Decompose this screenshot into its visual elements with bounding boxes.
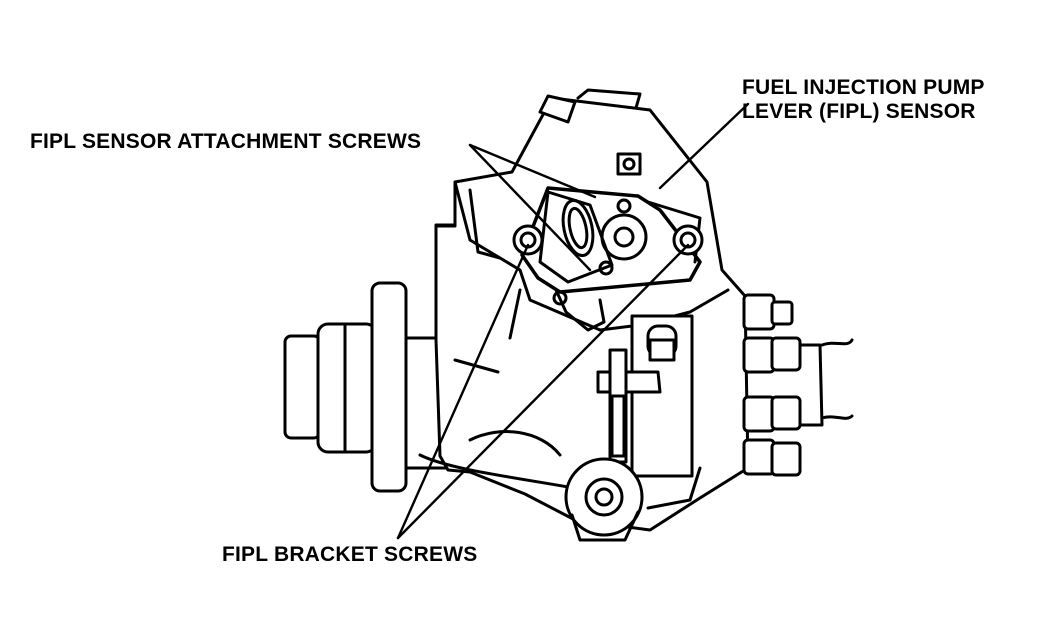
- fuel-line-fittings: [742, 293, 854, 477]
- fipl-sensor-label-line2: LEVER (FIPL) SENSOR: [742, 100, 976, 123]
- leader-lines: [396, 102, 750, 540]
- bracket-screws-label: FIPL BRACKET SCREWS: [222, 543, 478, 566]
- drive-shaft-hub: [283, 281, 468, 493]
- fuel-control-lever: [564, 314, 702, 542]
- fipl-sensor-label: FUEL INJECTION PUMP LEVER (FIPL) SENSOR: [742, 76, 985, 124]
- attachment-screws-label: FIPL SENSOR ATTACHMENT SCREWS: [30, 130, 422, 153]
- leader-bracket-screw-right: [396, 243, 690, 540]
- leader-bracket-screw-left: [396, 243, 530, 540]
- top-housing: [538, 88, 642, 176]
- leader-fipl-sensor: [658, 102, 750, 190]
- fipl-sensor-label-line1: FUEL INJECTION PUMP: [742, 76, 985, 99]
- leader-attachment-screw-lower: [468, 143, 592, 272]
- bracket-screw-left: [512, 224, 544, 256]
- bracket-screw-right: [672, 224, 704, 256]
- leader-attachment-screw-upper: [468, 143, 597, 199]
